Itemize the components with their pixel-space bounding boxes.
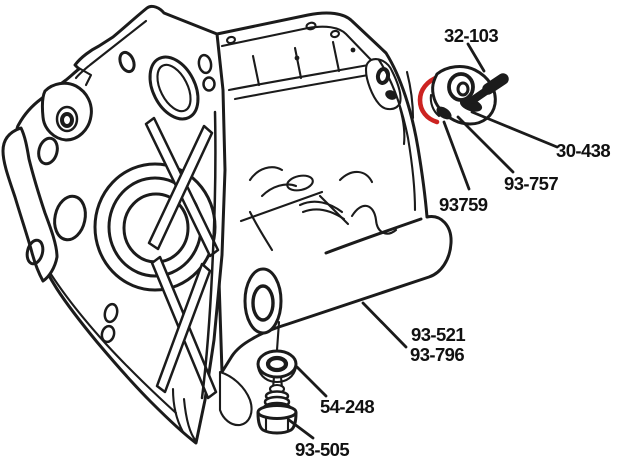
interior-edge-line	[239, 190, 324, 223]
upper-left-boss	[40, 81, 93, 142]
plug-head-flange	[256, 404, 298, 420]
corner-flange-line	[398, 106, 406, 146]
web-divider	[251, 54, 261, 87]
interior-web-line	[233, 71, 382, 101]
shift-fork-line	[350, 204, 398, 235]
part-label-93-757: 93-757	[504, 173, 558, 194]
lower-edge-inner-contour	[36, 250, 178, 415]
boss-bore	[60, 112, 74, 128]
leader-93-521	[361, 301, 408, 349]
shift-fork-line	[318, 194, 350, 226]
rib-x-brace	[147, 124, 214, 251]
switch-pad-edge	[405, 70, 415, 120]
leader-32-103	[466, 42, 486, 73]
switch-body-crease	[429, 93, 441, 118]
washer-thickness	[256, 365, 298, 384]
small-hole	[202, 76, 216, 92]
shift-fork-line	[248, 166, 284, 182]
shift-fork-line	[338, 170, 374, 184]
reverse-switch-assembly	[417, 65, 509, 126]
washer-bore	[265, 355, 289, 373]
tip-inner-line	[182, 397, 198, 443]
rim-bolt-hole	[305, 21, 317, 31]
rib-x-brace	[155, 262, 212, 394]
leader-30-438	[470, 110, 559, 149]
upper-oval-opening	[148, 55, 200, 121]
shift-fork-line	[248, 210, 274, 252]
small-hole	[197, 53, 213, 75]
part-label-93-796: 93-796	[410, 344, 464, 365]
mounting-arm	[1, 126, 59, 283]
part-label-30-438: 30-438	[556, 140, 610, 161]
upper-oval-inner	[156, 63, 192, 113]
extension-housing-crease	[324, 217, 423, 255]
shift-fork-line	[301, 208, 346, 221]
part-label-54-248: 54-248	[320, 396, 374, 417]
gear-case-body	[215, 11, 453, 427]
part-label-32-103: 32-103	[444, 25, 498, 46]
output-boss-flange	[243, 267, 283, 335]
rim-dowel-dot	[350, 47, 356, 53]
drain-plug	[256, 375, 298, 435]
output-boss-bore	[251, 284, 275, 322]
small-hole	[103, 302, 119, 324]
ear-bump-lines	[75, 65, 93, 87]
part-labels: 32-103 30-438 93-757 93759 93-521 93-796…	[295, 25, 611, 460]
leader-93-505	[287, 418, 315, 440]
rim-bolt-hole	[329, 29, 341, 39]
sealing-washer	[256, 349, 298, 384]
shift-fork-line	[298, 200, 344, 214]
washer-outer	[256, 349, 298, 379]
bell-housing-face	[1, 4, 227, 445]
shift-rail-end	[286, 174, 314, 192]
case-bottom-lobe	[218, 370, 253, 427]
switch-bolt-head	[482, 73, 509, 95]
part-label-93-505: 93-505	[295, 439, 349, 460]
right-wall-inner-line	[377, 58, 417, 212]
switch-terminal	[436, 106, 452, 120]
switch-connector-ring	[447, 72, 475, 102]
tip-inner-line	[171, 387, 185, 434]
leader-93759	[442, 120, 471, 191]
rim-bolt-hole	[225, 35, 237, 45]
part-label-93-521: 93-521	[411, 324, 465, 345]
side-oval-opening	[53, 194, 87, 242]
boss-hole	[385, 90, 397, 100]
rim-dowel-dot	[294, 55, 300, 61]
switch-connector-pin	[456, 81, 470, 97]
web-divider	[331, 40, 341, 73]
arm-bolt-hole	[25, 238, 45, 266]
small-hole	[118, 50, 136, 74]
leader-lines	[287, 42, 559, 440]
pillar-inner-line	[200, 110, 217, 400]
ear-hole	[37, 136, 59, 166]
leader-54-248	[295, 365, 328, 398]
drain-stem-line	[275, 320, 281, 352]
boss-ring	[55, 105, 79, 133]
shift-fork-line	[260, 183, 298, 198]
web-divider	[293, 46, 303, 80]
part-label-93759: 93759	[439, 194, 488, 215]
leader-93-757	[456, 115, 515, 174]
small-hole	[100, 324, 116, 344]
top-slope-inner-contour	[74, 19, 148, 80]
o-ring-highlight-red	[417, 74, 441, 125]
